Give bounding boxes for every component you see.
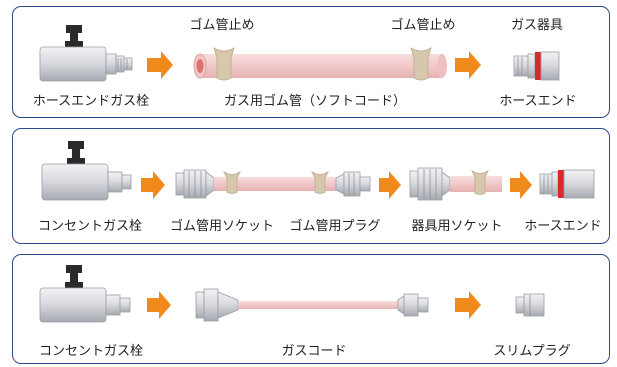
hose-end-label-row2: ホースエンド: [524, 219, 602, 234]
connector-gas-valve-icon-row2: [41, 141, 132, 201]
connector-valve-label-row3: コンセントガス栓: [38, 344, 144, 359]
appliance-socket-label: 器具用ソケット: [411, 219, 503, 234]
hose-end-label: ホースエンド: [499, 94, 577, 109]
slim-plug-icon: [515, 293, 545, 317]
rubber-hose-plug-icon: [335, 171, 371, 197]
connector-gas-valve-icon-row3: [39, 265, 131, 323]
rubber-hose-label: ガス用ゴム管（ソフトコード）: [223, 94, 407, 109]
hose-clamp-icon: [311, 170, 329, 194]
hose-clamp-right-icon: [410, 47, 432, 81]
clamp-label-left: ゴム管止め: [189, 18, 255, 33]
hose-end-fitting-icon: [513, 51, 560, 81]
arrow-icon: [379, 171, 401, 199]
hose-clamp-icon: [223, 170, 241, 194]
hose-clamp-left-icon: [213, 47, 235, 81]
gas-cord-icon: [195, 288, 429, 322]
arrow-icon: [455, 51, 481, 79]
gas-cord-label: ガスコード: [281, 344, 347, 359]
connector-valve-label: コンセントガス栓: [37, 219, 143, 234]
hose-end-fitting-icon-row2: [539, 169, 595, 199]
clamp-label-right: ゴム管止め: [390, 18, 456, 33]
rubber-hose-plug-label: ゴム管用プラグ: [289, 219, 381, 234]
arrow-icon: [510, 171, 532, 199]
appliance-socket-icon: [409, 167, 502, 201]
appliance-label: ガス器具: [510, 18, 564, 33]
arrow-icon: [141, 171, 165, 199]
arrow-icon: [147, 51, 173, 79]
rubber-hose-icon: [193, 53, 447, 79]
arrow-icon: [455, 291, 481, 319]
rubber-hose-socket-label: ゴム管用ソケット: [169, 219, 275, 234]
rubber-hose-socket-icon: [175, 169, 215, 199]
slim-plug-label: スリムプラグ: [493, 344, 571, 359]
rubber-hose-icon-row2: [214, 177, 336, 191]
hose-end-valve-label: ホースエンドガス栓: [32, 94, 150, 109]
hose-end-gas-valve-icon: [39, 25, 133, 82]
arrow-icon: [147, 291, 171, 319]
